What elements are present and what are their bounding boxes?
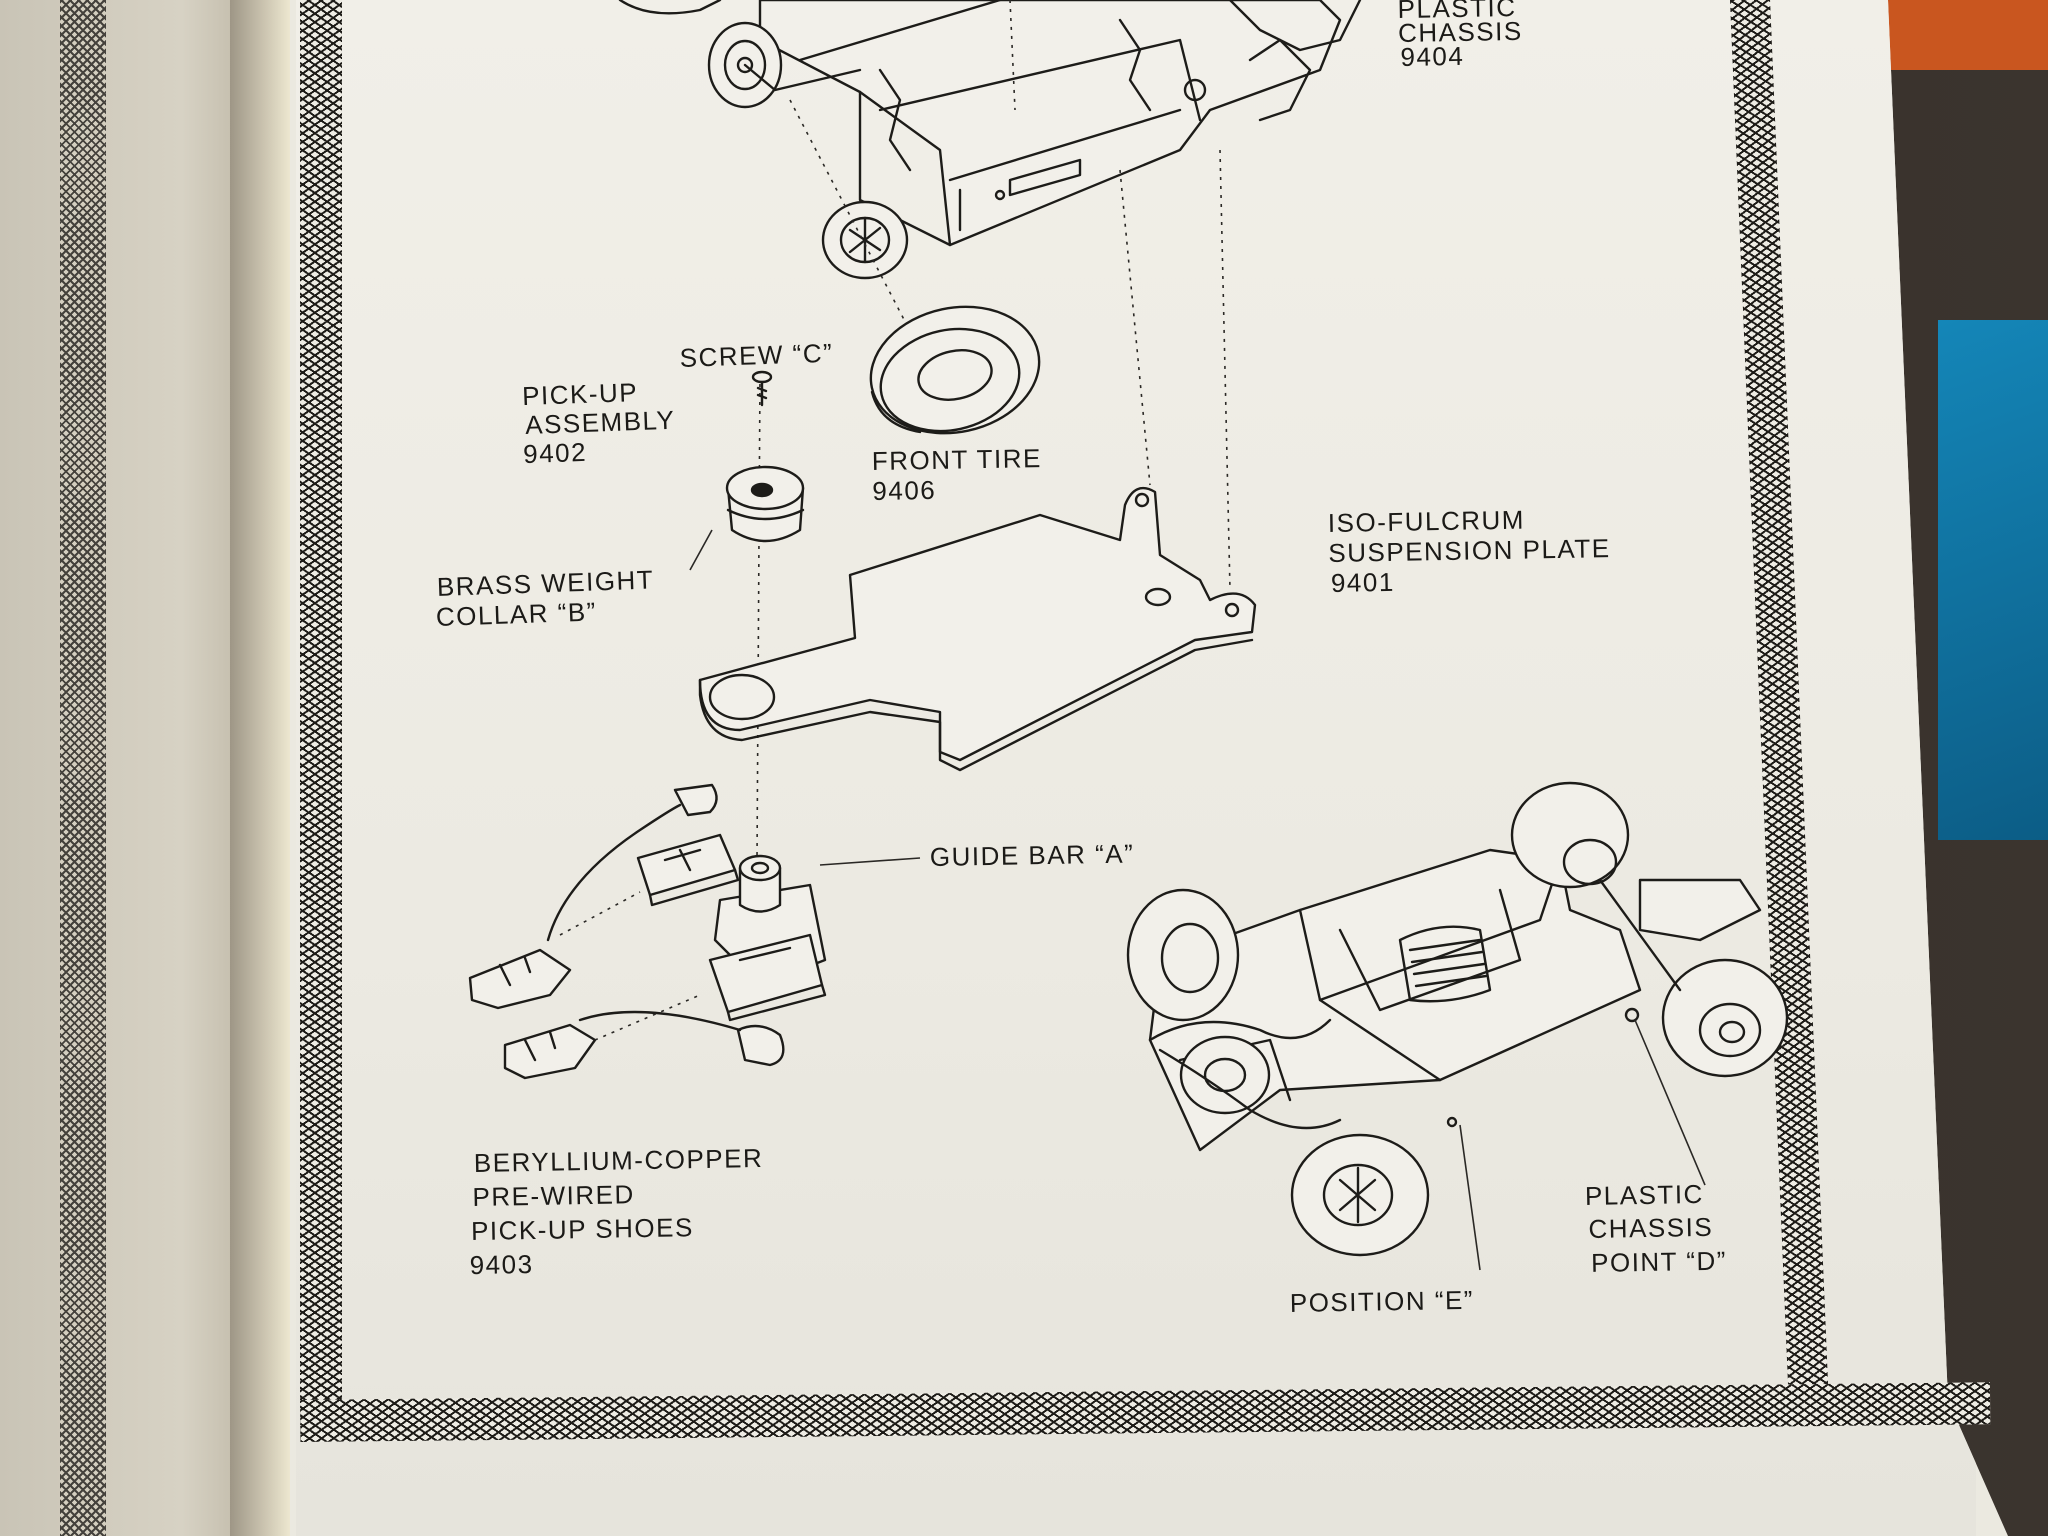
label-brass-weight: BRASS WEIGHT COLLAR “B” (435, 564, 654, 632)
guide-line-plate-right (1219, 149, 1231, 591)
svg-text:9404: 9404 (1400, 41, 1464, 72)
label-screw-c: SCREW “C” (679, 338, 834, 373)
guide-line-pickup (756, 374, 761, 861)
guide-line-plate-left (1119, 169, 1151, 486)
label-guide-bar: GUIDE BAR “A” (930, 838, 1135, 872)
manual-page-paper (296, 0, 1976, 1536)
svg-text:PLASTIC: PLASTIC (1585, 1179, 1704, 1211)
svg-text:9403: 9403 (469, 1249, 533, 1280)
left-page-ornamental-border (60, 0, 106, 1536)
book-gutter (230, 0, 290, 1536)
manual-page (248, 0, 2008, 1536)
svg-text:9402: 9402 (523, 437, 588, 469)
chassis-drawing (618, 0, 1362, 280)
svg-text:SUSPENSION PLATE: SUSPENSION PLATE (1328, 533, 1611, 568)
weight-collar-drawing (689, 465, 805, 571)
svg-text:PRE-WIRED: PRE-WIRED (472, 1179, 635, 1212)
orange-object-corner (1868, 0, 2048, 70)
guide-bar-drawing (636, 833, 921, 1022)
svg-text:9401: 9401 (1331, 567, 1395, 598)
svg-text:COLLAR “B”: COLLAR “B” (435, 596, 597, 632)
svg-text:ISO-FULCRUM: ISO-FULCRUM (1328, 505, 1526, 538)
svg-text:FRONT TIRE: FRONT TIRE (872, 443, 1043, 476)
svg-text:BRASS WEIGHT: BRASS WEIGHT (436, 564, 654, 602)
label-pickup-assembly: PICK-UP ASSEMBLY 9402 (522, 377, 676, 469)
svg-text:ASSEMBLY: ASSEMBLY (525, 405, 676, 440)
left-neighbour-page (0, 0, 260, 1536)
svg-text:CHASSIS: CHASSIS (1398, 16, 1523, 48)
pickup-shoe-drawing (468, 783, 785, 1080)
ornamental-frame-left (300, 0, 342, 1440)
label-plastic-chassis-point: PLASTIC CHASSIS POINT “D” (1585, 1179, 1727, 1278)
assembled-chassis-drawing (1126, 781, 1789, 1271)
label-plastic-chassis-top: PLASTIC CHASSIS 9404 (1397, 0, 1523, 72)
label-iso-fulcrum: ISO-FULCRUM SUSPENSION PLATE 9401 (1328, 505, 1611, 598)
svg-text:CHASSIS: CHASSIS (1588, 1212, 1713, 1244)
screw-drawing (751, 370, 773, 407)
position-e-leader (1459, 1124, 1481, 1271)
label-front-tire: FRONT TIRE 9406 (872, 443, 1043, 506)
svg-text:PICK-UP SHOES: PICK-UP SHOES (471, 1212, 694, 1246)
blue-cloth (1938, 320, 2048, 840)
chassis-point-d-leader (1634, 1019, 1706, 1186)
svg-text:PLASTIC: PLASTIC (1397, 0, 1516, 24)
suspension-plate-drawing (698, 487, 1257, 772)
svg-text:9406: 9406 (872, 475, 936, 506)
svg-text:POINT “D”: POINT “D” (1591, 1246, 1727, 1278)
svg-text:BERYLLIUM-COPPER: BERYLLIUM-COPPER (474, 1143, 764, 1178)
front-tire-drawing (869, 305, 1041, 435)
label-pickup-shoes: BERYLLIUM-COPPER PRE-WIRED PICK-UP SHOES… (469, 1143, 764, 1280)
svg-text:PICK-UP: PICK-UP (522, 377, 639, 411)
label-position-e: POSITION “E” (1290, 1285, 1475, 1318)
guide-line-tire (789, 99, 926, 361)
guide-line-center (1009, 0, 1016, 111)
